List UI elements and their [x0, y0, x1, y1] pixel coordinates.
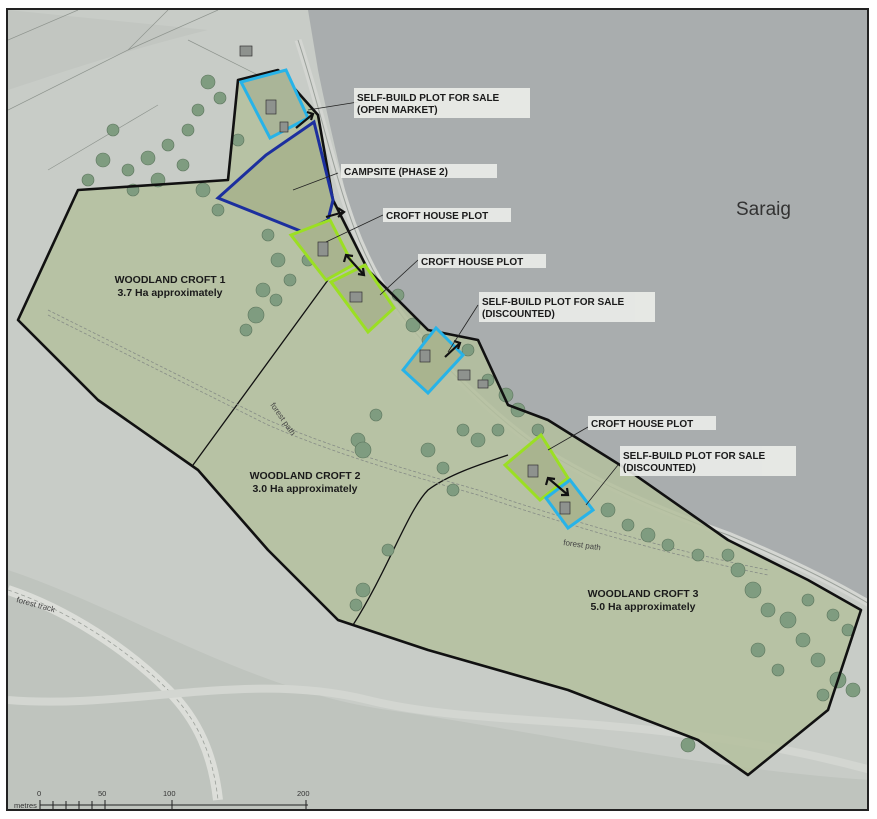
croft-2-name: WOODLAND CROFT 2 [250, 470, 361, 482]
croft-house-plot-2 [328, 263, 396, 335]
campsite-label: CAMPSITE (PHASE 2) [344, 167, 448, 178]
hill-shading-north [8, 10, 208, 90]
forest-track-edge [8, 589, 219, 801]
leader-lines [292, 101, 619, 506]
croft-house-label-3: CROFT HOUSE PLOT [591, 419, 693, 430]
scale-tick-50: 50 [98, 789, 106, 798]
selfbuild-plot-discounted-1 [400, 325, 466, 396]
croft-1-area: 3.7 Ha approximately [117, 287, 222, 299]
buildings [239, 45, 571, 515]
selfbuild-disc1-label-line1: SELF-BUILD PLOT FOR SALE [482, 297, 625, 308]
scale-tick-100: 100 [163, 789, 176, 798]
scale-tick-0: 0 [37, 789, 41, 798]
scale-unit: metres [14, 801, 37, 810]
selfbuild-disc2-label-line1: SELF-BUILD PLOT FOR SALE [623, 451, 766, 462]
field-boundaries [8, 10, 269, 171]
croft-3-name: WOODLAND CROFT 3 [588, 588, 699, 600]
selfbuild-open-label-line1: SELF-BUILD PLOT FOR SALE [357, 93, 500, 104]
site-plan-map: Saraig SELF-BUILD PLOT FOR SALE (OPEN MA… [6, 8, 869, 811]
croft-dividers [192, 279, 509, 626]
selfbuild-open-label-line2: (OPEN MARKET) [357, 105, 438, 116]
place-name: Saraig [736, 199, 791, 220]
hill-shading [8, 570, 867, 809]
croft-house-label-1: CROFT HOUSE PLOT [386, 211, 488, 222]
trees [81, 74, 861, 753]
croft-house-label-2: CROFT HOUSE PLOT [421, 257, 523, 268]
forest-path-line [47, 309, 769, 571]
croft-3-area: 5.0 Ha approximately [590, 601, 695, 613]
croft-1-name: WOODLAND CROFT 1 [115, 274, 226, 286]
access-arrows [295, 110, 570, 497]
scale-bar: metres 0 50 100 200 [14, 789, 310, 810]
selfbuild-disc2-label-line2: (DISCOUNTED) [623, 463, 696, 474]
forest-path-line-2 [47, 314, 769, 576]
scale-tick-200: 200 [297, 789, 310, 798]
site-boundary [16, 68, 863, 777]
site-area [18, 70, 861, 775]
map-canvas: Saraig SELF-BUILD PLOT FOR SALE (OPEN MA… [8, 10, 867, 810]
label-backgrounds [341, 88, 796, 476]
croft-2-area: 3.0 Ha approximately [252, 483, 357, 495]
selfbuild-disc1-label-line2: (DISCOUNTED) [482, 309, 555, 320]
